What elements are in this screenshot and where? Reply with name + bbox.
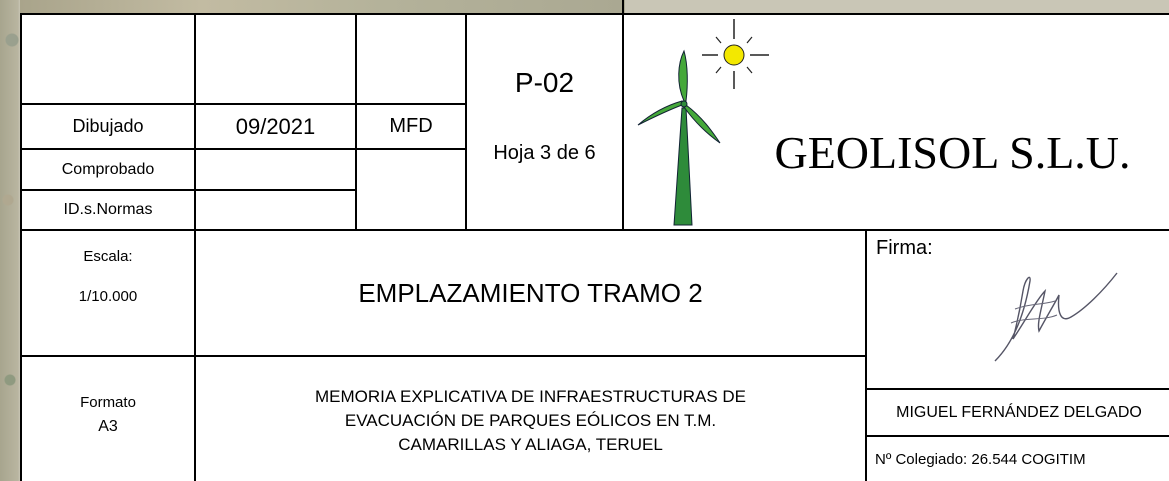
engineer-name: MIGUEL FERNÁNDEZ DELGADO: [896, 403, 1142, 421]
wind-turbine-sun-logo-icon: [637, 19, 769, 226]
title-block: Dibujado 09/2021 MFD Comprobado ID.s.Nor…: [20, 0, 1169, 481]
drawn-initials: MFD: [389, 115, 433, 137]
scale-value: 1/10.000: [78, 287, 138, 305]
row-line-4: [20, 229, 1169, 231]
border-left: [20, 13, 22, 481]
project-line-2: EVACUACIÓN DE PARQUES EÓLICOS EN T.M.: [344, 411, 717, 430]
row-line-5: [20, 355, 867, 357]
row-line-6: [865, 388, 1169, 390]
col-line-2: [355, 13, 357, 230]
border-top-right: [622, 13, 1169, 15]
format-label: Formato: [80, 393, 136, 411]
standards-label: ID.s.Normas: [63, 201, 153, 218]
project-line-3: CAMARILLAS Y ALIAGA, TERUEL: [398, 435, 663, 454]
row-line-2: [20, 148, 466, 150]
divider-logo-top-tick: [622, 0, 624, 15]
drawn-label: Dibujado: [72, 116, 144, 136]
sheet-number: Hoja 3 de 6: [493, 141, 596, 164]
scale-label: Escala:: [83, 247, 133, 265]
drawing-title: EMPLAZAMIENTO TRAMO 2: [358, 277, 703, 308]
signature-label: Firma:: [876, 236, 933, 259]
map-strip: [20, 0, 625, 13]
row-line-7: [865, 435, 1169, 437]
row-line-1: [20, 103, 466, 105]
border-top-left: [20, 13, 624, 15]
plan-code: P-02: [514, 67, 575, 98]
drawn-date: 09/2021: [235, 113, 316, 139]
sun-icon: [702, 19, 769, 89]
col-line-4: [622, 13, 624, 230]
format-value: A3: [98, 418, 118, 435]
col-line-3: [465, 13, 467, 230]
checked-label: Comprobado: [61, 160, 155, 178]
col-line-1: [194, 13, 196, 481]
engineer-registration: Nº Colegiado: 26.544 COGITIM: [875, 450, 1086, 468]
wind-turbine-icon: [637, 49, 721, 226]
row-line-3: [20, 189, 356, 191]
project-line-1: MEMORIA EXPLICATIVA DE INFRAESTRUCTURAS …: [314, 387, 747, 406]
signature-image: [994, 272, 1118, 362]
company-name: GEOLISOL S.L.U.: [774, 126, 1131, 178]
